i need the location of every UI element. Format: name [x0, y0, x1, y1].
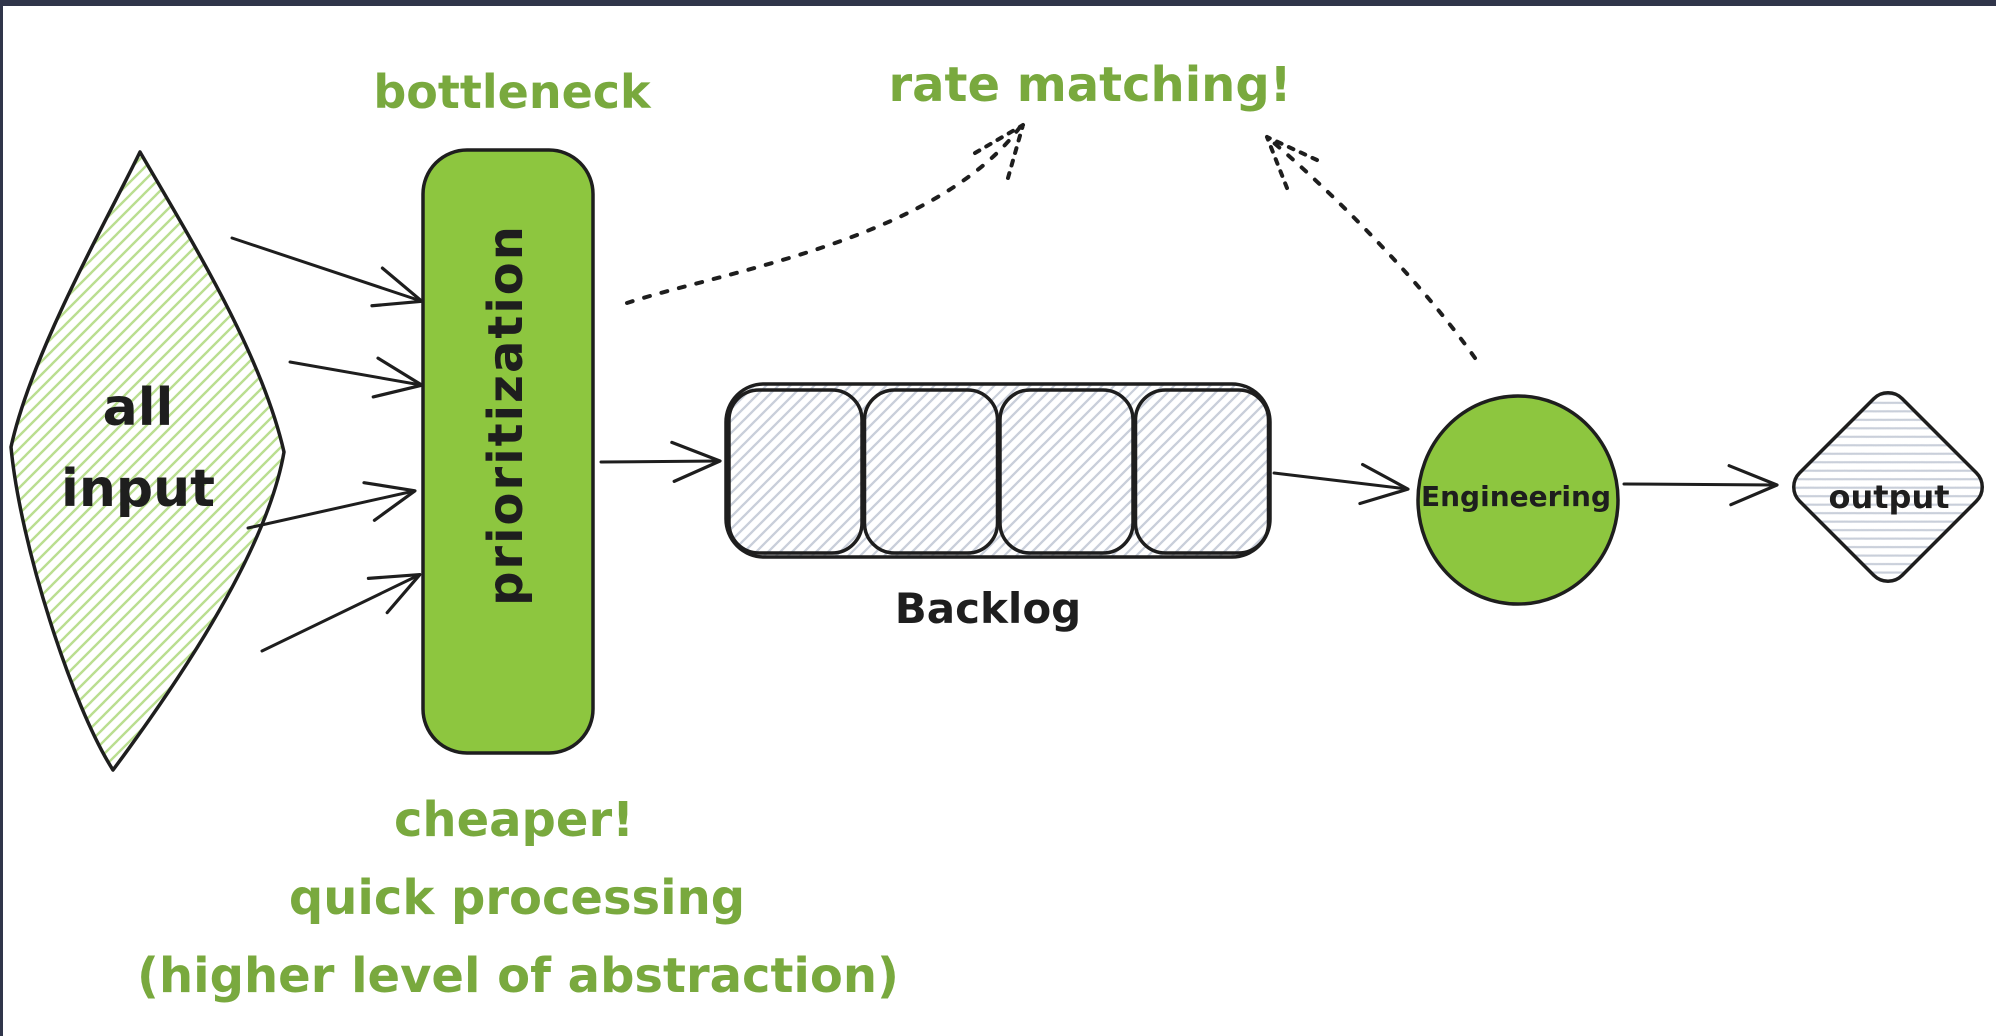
- backlog-slot: [862, 388, 1000, 555]
- all-input-node: [9, 150, 286, 772]
- rate-matching-label: rate matching!: [888, 57, 1292, 113]
- prioritization-label: prioritization: [478, 224, 534, 606]
- rate-matching-dotted-arrowhead-right: [1265, 135, 1319, 190]
- output-label: output: [1828, 478, 1950, 516]
- backlog-slots: [727, 388, 1271, 555]
- bottleneck-label: bottleneck: [373, 65, 651, 119]
- higher-level-label: (higher level of abstraction): [137, 948, 899, 1004]
- cheaper-label: cheaper!: [393, 792, 635, 848]
- engineering-label: Engineering: [1421, 480, 1611, 513]
- backlog-slot: [727, 388, 864, 555]
- input-arrow-1: [230, 236, 424, 308]
- backlog-slot: [1133, 388, 1271, 555]
- rate-matching-dotted-arrow-left: [625, 121, 1025, 305]
- prioritization-node: [421, 148, 595, 755]
- backlog-label: Backlog: [894, 584, 1082, 633]
- all-input-label-line2: input: [61, 459, 215, 519]
- frame-left-edge: [0, 0, 3, 1036]
- rate-matching-dotted-arrow-right: [1265, 135, 1477, 360]
- input-arrow-3: [246, 481, 417, 530]
- all-input-label-line1: all: [102, 378, 174, 438]
- backlog-to-engineering-arrow: [1272, 462, 1410, 506]
- quick-processing-label: quick processing: [288, 870, 746, 926]
- input-arrow-2: [288, 356, 424, 399]
- engineering-to-output-arrow: [1622, 464, 1779, 507]
- rate-matching-dotted-arrowhead-left: [973, 123, 1025, 180]
- input-arrow-4: [260, 572, 422, 653]
- engineering-node: [1416, 394, 1620, 606]
- prioritization-to-backlog-arrow: [599, 440, 722, 483]
- frame-top-bar: [0, 0, 1996, 6]
- backlog-slot: [998, 388, 1135, 555]
- output-node: [1792, 391, 1984, 583]
